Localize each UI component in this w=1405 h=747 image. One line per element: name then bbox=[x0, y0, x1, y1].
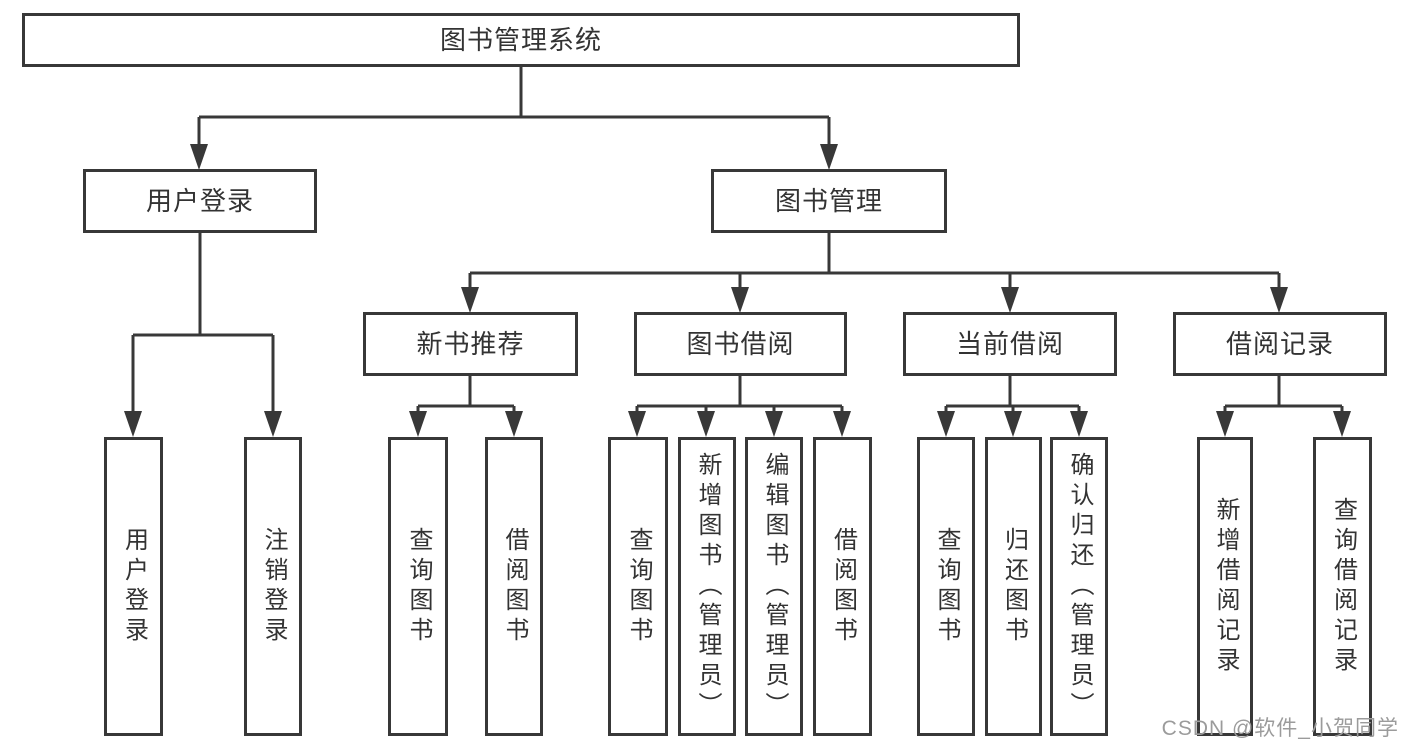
node-cb-query-book: 查询图书 bbox=[917, 437, 975, 736]
arrowheads bbox=[124, 144, 1351, 437]
node-current-borrow: 当前借阅 bbox=[903, 312, 1117, 376]
node-bb-borrow-book: 借阅图书 bbox=[813, 437, 872, 736]
node-br-add-record: 新增借阅记录 bbox=[1197, 437, 1253, 736]
node-user-login: 用户登录 bbox=[83, 169, 317, 233]
node-book-management: 图书管理 bbox=[711, 169, 947, 233]
node-bb-edit-book-admin: 编辑图书（管理员） bbox=[745, 437, 803, 736]
node-op-user-login: 用户登录 bbox=[104, 437, 163, 736]
node-nb-borrow-book: 借阅图书 bbox=[485, 437, 543, 736]
node-op-logout: 注销登录 bbox=[244, 437, 302, 736]
node-borrow-record: 借阅记录 bbox=[1173, 312, 1387, 376]
node-nb-query-book: 查询图书 bbox=[388, 437, 448, 736]
node-bb-query-book: 查询图书 bbox=[608, 437, 668, 736]
node-bb-add-book-admin: 新增图书（管理员） bbox=[678, 437, 736, 736]
node-cb-confirm-return-admin: 确认归还（管理员） bbox=[1050, 437, 1108, 736]
node-book-borrow: 图书借阅 bbox=[634, 312, 847, 376]
node-cb-return-book: 归还图书 bbox=[985, 437, 1042, 736]
node-br-query-record: 查询借阅记录 bbox=[1313, 437, 1372, 736]
node-new-book-recommend: 新书推荐 bbox=[363, 312, 578, 376]
node-root: 图书管理系统 bbox=[22, 13, 1020, 67]
csdn-watermark: CSDN @软件_小贺同学 bbox=[1161, 717, 1399, 740]
